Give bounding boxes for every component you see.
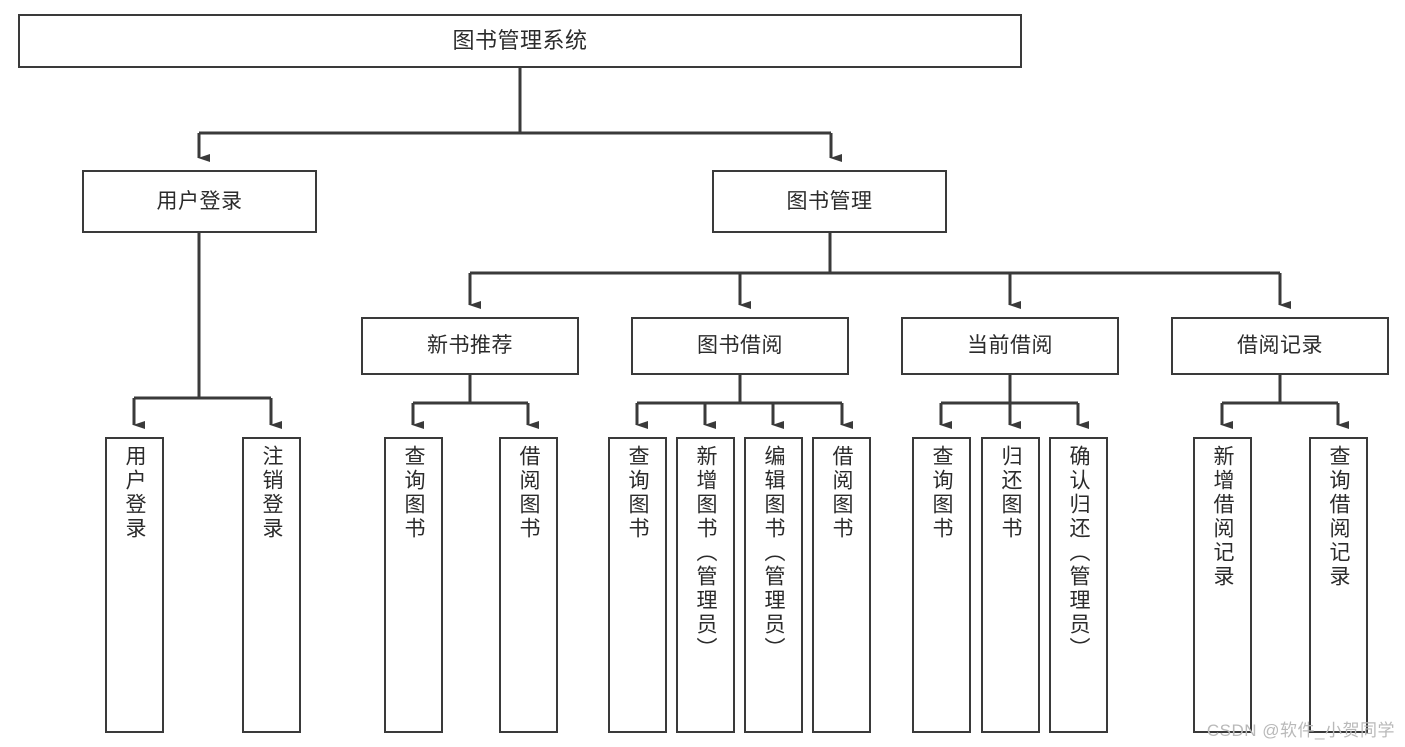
node-user-login[interactable]: 用户登录	[82, 170, 317, 233]
node-book-borrow[interactable]: 图书借阅	[631, 317, 849, 375]
leaf-confirm-return-admin-label: 确认归还（管理员）	[1067, 445, 1090, 661]
leaf-user-login-label: 用户登录	[123, 445, 146, 541]
node-borrow-record-label: 借阅记录	[1237, 334, 1323, 358]
leaf-confirm-return-admin[interactable]: 确认归还（管理员）	[1049, 437, 1108, 733]
leaf-edit-book-admin-label: 编辑图书（管理员）	[762, 445, 785, 661]
leaf-edit-book-admin[interactable]: 编辑图书（管理员）	[744, 437, 803, 733]
leaf-query-borrow-record[interactable]: 查询借阅记录	[1309, 437, 1368, 733]
leaf-add-borrow-record[interactable]: 新增借阅记录	[1193, 437, 1252, 733]
leaf-query-book-borrow[interactable]: 查询图书	[608, 437, 667, 733]
node-root-label: 图书管理系统	[452, 27, 588, 53]
node-current-borrow[interactable]: 当前借阅	[901, 317, 1119, 375]
leaf-add-borrow-record-label: 新增借阅记录	[1211, 445, 1234, 589]
node-current-borrow-label: 当前借阅	[967, 334, 1053, 358]
leaf-add-book-admin[interactable]: 新增图书（管理员）	[676, 437, 735, 733]
leaf-user-login[interactable]: 用户登录	[105, 437, 164, 733]
leaf-query-book-borrow-label: 查询图书	[626, 445, 649, 541]
node-borrow-record[interactable]: 借阅记录	[1171, 317, 1389, 375]
node-new-book-recommend[interactable]: 新书推荐	[361, 317, 579, 375]
leaf-query-book-recommend-label: 查询图书	[402, 445, 425, 541]
leaf-return-book[interactable]: 归还图书	[981, 437, 1040, 733]
leaf-query-book-recommend[interactable]: 查询图书	[384, 437, 443, 733]
leaf-logout-label: 注销登录	[260, 445, 283, 541]
leaf-add-book-admin-label: 新增图书（管理员）	[694, 445, 717, 661]
node-book-management-label: 图书管理	[786, 189, 873, 213]
leaf-query-book-current-label: 查询图书	[930, 445, 953, 541]
leaf-query-borrow-record-label: 查询借阅记录	[1327, 445, 1350, 589]
watermark: CSDN @软件_小贺同学	[1206, 721, 1395, 740]
leaf-borrow-book[interactable]: 借阅图书	[812, 437, 871, 733]
leaf-logout[interactable]: 注销登录	[242, 437, 301, 733]
node-book-management[interactable]: 图书管理	[712, 170, 947, 233]
node-root[interactable]: 图书管理系统	[18, 14, 1022, 68]
node-new-book-recommend-label: 新书推荐	[427, 334, 513, 358]
node-user-login-label: 用户登录	[156, 189, 243, 213]
leaf-borrow-book-recommend-label: 借阅图书	[517, 445, 540, 541]
leaf-borrow-book-label: 借阅图书	[830, 445, 853, 541]
node-book-borrow-label: 图书借阅	[697, 334, 783, 358]
leaf-query-book-current[interactable]: 查询图书	[912, 437, 971, 733]
leaf-borrow-book-recommend[interactable]: 借阅图书	[499, 437, 558, 733]
leaf-return-book-label: 归还图书	[999, 445, 1022, 541]
